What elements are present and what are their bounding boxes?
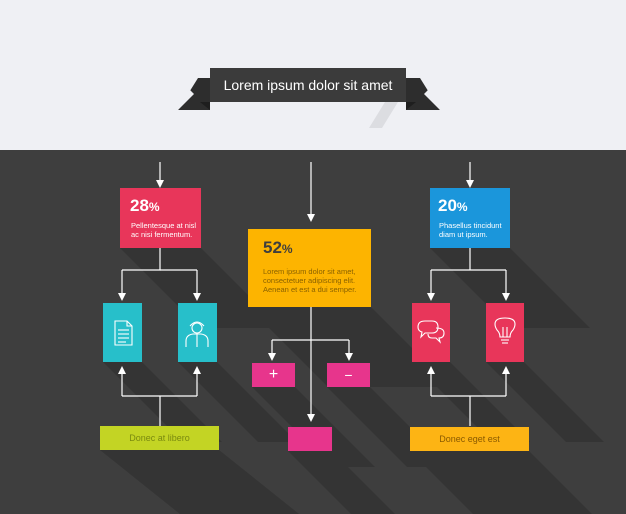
right-percent-symbol: %	[456, 200, 468, 214]
center-percent: 52%	[263, 238, 293, 258]
right-percent: 20%	[438, 196, 468, 216]
left-node-document	[103, 303, 142, 362]
center-desc-line1: Lorem ipsum dolor sit amet,	[263, 267, 356, 276]
right-bar-label: Donec eget est	[439, 434, 500, 444]
minus-node	[327, 363, 370, 387]
plus-node	[252, 363, 295, 387]
right-description: Phasellus tincidunt diam ut ipsum.	[439, 221, 509, 239]
left-bar-label: Donec at libero	[129, 433, 190, 443]
left-percent: 28%	[130, 196, 160, 216]
ribbon-body	[210, 68, 406, 102]
ribbon-shadow	[369, 102, 398, 128]
right-percent-number: 20	[438, 196, 457, 215]
center-percent-box	[248, 229, 371, 307]
left-bottom-bar	[100, 426, 219, 450]
left-percent-symbol: %	[148, 200, 160, 214]
right-node-idea	[486, 303, 524, 362]
diagram-title: Lorem ipsum dolor sit amet	[223, 77, 393, 93]
left-description: Pellentesque at nisl ac nisi fermentum.	[131, 221, 201, 239]
ribbon-tails	[178, 78, 440, 110]
plus-icon: +	[268, 366, 279, 383]
minus-icon: −	[344, 367, 353, 383]
left-percent-box	[120, 188, 201, 248]
center-percent-number: 52	[263, 238, 282, 257]
center-description: Lorem ipsum dolor sit amet, consectetuer…	[263, 267, 367, 294]
right-bottom-bar	[410, 427, 529, 451]
right-desc-line1: Phasellus tincidunt	[439, 221, 502, 230]
left-desc-line2: ac nisi fermentum.	[131, 230, 193, 239]
center-desc-line3: Aenean et est a dui semper.	[263, 285, 357, 294]
left-desc-line1: Pellentesque at nisl	[131, 221, 197, 230]
right-desc-line2: diam ut ipsum.	[439, 230, 488, 239]
left-percent-number: 28	[130, 196, 149, 215]
center-desc-line2: consectetuer adipiscing elit.	[263, 276, 356, 285]
right-percent-box	[430, 188, 510, 248]
center-percent-symbol: %	[281, 242, 293, 256]
center-bottom-node	[288, 427, 332, 451]
